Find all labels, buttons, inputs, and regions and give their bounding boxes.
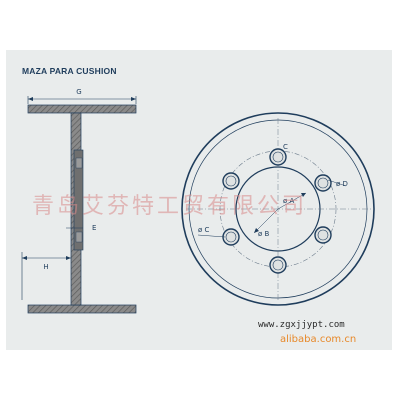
drawing-title: MAZA PARA CUSHION	[22, 66, 117, 76]
watermark-url: www.zgxjjypt.com	[258, 320, 345, 330]
bolt-hole-top	[269, 148, 287, 166]
bolt-detail-bottom	[75, 231, 83, 243]
dimension-g: G	[27, 88, 137, 104]
callout-a-label: ø A	[283, 197, 295, 205]
callout-d-label: ø D	[336, 180, 348, 188]
callout-c-left: ø C	[197, 226, 226, 238]
watermark-alibaba: alibaba.com.cn	[280, 334, 356, 345]
hub-cross-section	[27, 104, 137, 314]
bolt-hole-top-right	[314, 174, 332, 192]
bolt-hole-bottom-right	[314, 226, 332, 244]
dimension-h-label: H	[43, 263, 48, 271]
callout-a: ø A	[277, 192, 307, 210]
dimension-e-label: E	[92, 224, 96, 232]
watermark-company-name: 青岛艾芬特工贸有限公司	[32, 194, 307, 219]
bolt-hole-top-left	[222, 172, 240, 190]
bottom-flange	[27, 304, 137, 314]
bolt-detail-top	[75, 157, 83, 169]
callout-d: ø D	[327, 179, 348, 188]
callout-c-top-label: C	[283, 143, 288, 151]
bolt-hole-bottom	[269, 256, 287, 274]
callout-c-top: C	[283, 143, 288, 151]
callout-b: ø B	[253, 208, 279, 238]
top-flange	[27, 104, 137, 114]
drawing-background	[6, 50, 392, 350]
dimension-h: H	[21, 252, 71, 300]
outer-rim	[181, 112, 375, 306]
bolt-hole-bottom-left	[222, 228, 240, 246]
dimension-g-label: G	[76, 88, 81, 96]
hub-face-view	[181, 112, 375, 306]
hub-shoulder	[73, 149, 84, 251]
callout-b-label: ø B	[258, 230, 270, 238]
dimension-e: E	[66, 224, 96, 232]
callout-c-left-label: ø C	[198, 226, 210, 234]
